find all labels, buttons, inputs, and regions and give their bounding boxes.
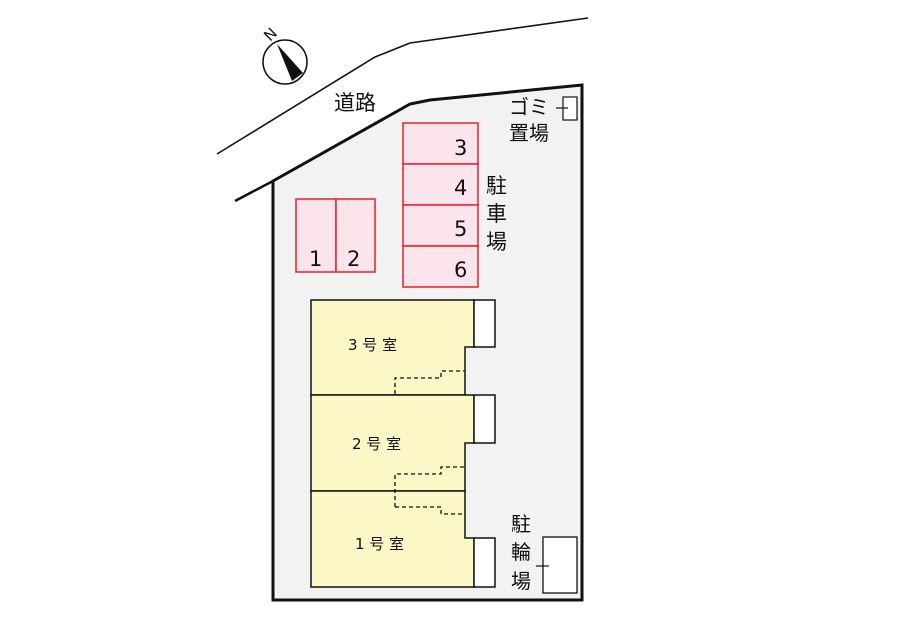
space-number: 6 xyxy=(454,258,467,282)
space-number: 1 xyxy=(309,247,322,271)
parking-label: 車 xyxy=(486,202,507,226)
compass: N xyxy=(260,24,308,85)
balcony xyxy=(473,537,496,588)
space-number: 2 xyxy=(347,247,360,271)
bicycle-label: 駐 xyxy=(511,512,531,536)
road-label: 道路 xyxy=(334,91,376,115)
unit-label: 3 号 室 xyxy=(348,336,397,354)
road-edge-lower xyxy=(234,179,274,203)
balcony xyxy=(473,394,496,444)
parking-label: 駐 xyxy=(486,174,507,198)
garbage-label-1: ゴミ xyxy=(509,95,549,119)
bicycle-parking xyxy=(542,536,578,594)
bicycle-label: 輪 xyxy=(511,540,531,564)
bicycle-label: 場 xyxy=(511,569,531,593)
balcony xyxy=(473,299,496,348)
parking-space-6 xyxy=(402,245,479,288)
space-number: 4 xyxy=(454,176,467,200)
space-number: 5 xyxy=(454,217,467,241)
parking-space-1 xyxy=(295,198,337,273)
unit-label: 2 号 室 xyxy=(352,435,401,453)
road-edge xyxy=(216,17,589,155)
dashed-line xyxy=(394,370,465,394)
space-number: 3 xyxy=(454,136,467,160)
north-arrow-icon xyxy=(277,44,303,81)
unit-label: 1 号 室 xyxy=(355,535,404,553)
parking-label: 場 xyxy=(486,230,507,254)
garbage-label-2: 置場 xyxy=(509,121,549,145)
parking-space-2 xyxy=(335,198,376,273)
dashed-line xyxy=(394,466,465,507)
dashed-line xyxy=(395,506,465,515)
